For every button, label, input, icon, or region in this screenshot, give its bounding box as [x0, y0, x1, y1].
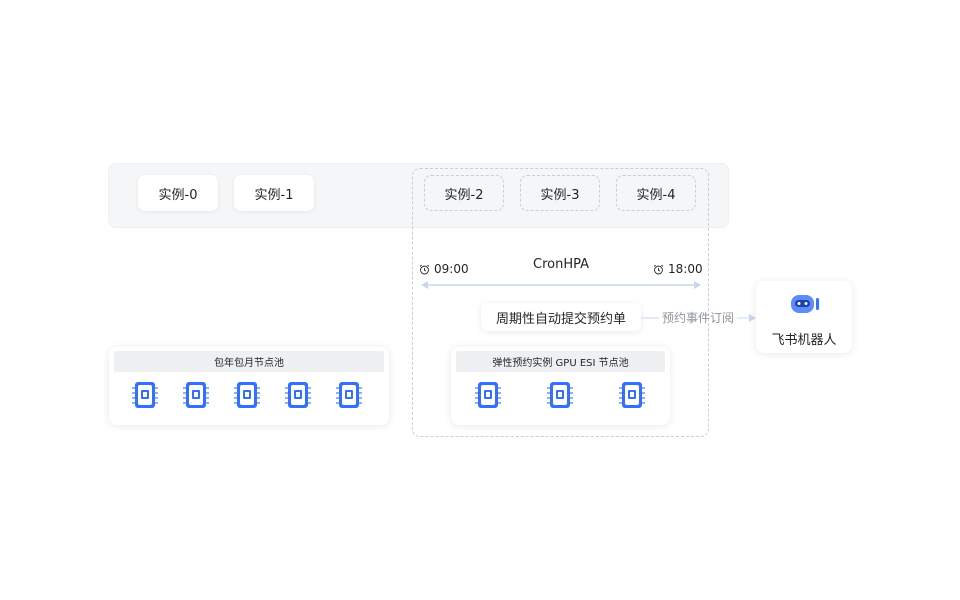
alarm-clock-icon	[419, 264, 430, 274]
instance-card-1: 实例-1	[234, 175, 314, 211]
instance-label: 实例-0	[158, 187, 198, 203]
start-time: 09:00	[419, 262, 469, 276]
instance-label: 实例-2	[444, 187, 484, 203]
monthly-node-pool: 包年包月节点池	[109, 347, 389, 425]
auto-submit-label: 周期性自动提交预约单	[495, 311, 626, 327]
monthly-pool-title: 包年包月节点池	[114, 351, 384, 372]
instance-card-0: 实例-0	[138, 175, 218, 211]
instance-card-4: 实例-4	[616, 175, 696, 211]
robot-icon	[791, 295, 819, 313]
gpu-chip-icon	[132, 382, 158, 408]
instance-card-3: 实例-3	[520, 175, 600, 211]
gpu-chip-icon	[285, 382, 311, 408]
gpu-chip-icon	[619, 382, 645, 408]
instance-label: 实例-4	[636, 187, 676, 203]
end-time: 18:00	[653, 262, 703, 276]
auto-submit-reservation-box: 周期性自动提交预约单	[481, 303, 641, 331]
end-time-label: 18:00	[668, 262, 703, 276]
schedule-timeline-arrow	[421, 281, 701, 289]
gpu-chip-icon	[475, 382, 501, 408]
instance-card-2: 实例-2	[424, 175, 504, 211]
feishu-bot-label: 飞书机器人	[771, 333, 837, 348]
gpu-chip-icon	[336, 382, 362, 408]
instance-label: 实例-3	[540, 187, 580, 203]
elastic-pool-title: 弹性预约实例 GPU ESI 节点池	[456, 351, 665, 372]
cronhpa-scaling-region	[412, 168, 709, 437]
event-connector-arrow	[641, 314, 756, 322]
event-subscription-label: 预约事件订阅	[662, 311, 735, 325]
cronhpa-title: CronHPA	[533, 257, 590, 272]
gpu-chip-icon	[183, 382, 209, 408]
gpu-chip-icon	[234, 382, 260, 408]
elastic-gpu-esi-node-pool: 弹性预约实例 GPU ESI 节点池	[451, 347, 670, 425]
feishu-bot-card: 飞书机器人	[756, 281, 852, 353]
start-time-label: 09:00	[434, 262, 469, 276]
instance-label: 实例-1	[254, 187, 294, 203]
gpu-chip-icon	[547, 382, 573, 408]
alarm-clock-icon	[653, 264, 664, 274]
